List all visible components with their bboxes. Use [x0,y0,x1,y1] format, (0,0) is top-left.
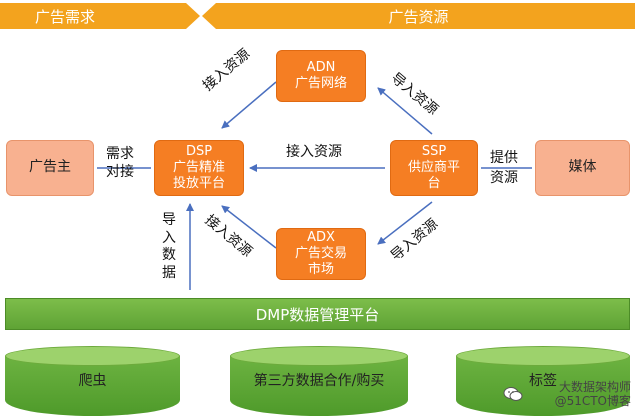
node-adn: ADN 广告网络 [276,50,366,102]
source-crawler-label: 爬虫 [78,373,107,389]
edge-label-ssp-dsp: 接入资源 [286,144,342,160]
edge-ssp-adx [377,201,433,245]
edge-label-advertiser-dsp-2: 对接 [106,164,134,180]
supply-banner-label: 广告资源 [388,7,449,26]
node-adx: ADX 广告交易 市场 [276,228,366,280]
node-ssp-title: SSP [421,143,447,159]
node-dsp-line2: 广告精准 [172,159,225,175]
node-media: 媒体 [535,140,630,196]
node-adx-line3: 市场 [307,262,334,278]
source-tags-label: 标签 [529,373,557,389]
wechat-icon [503,387,523,401]
node-dsp: DSP 广告精准 投放平台 [154,140,244,196]
edge-adx-dsp [221,205,277,249]
node-advertiser-label: 广告主 [29,159,71,176]
dmp-bar: DMP数据管理平台 [5,298,630,330]
demand-banner: 广告需求 [0,3,200,29]
demand-banner-label: 广告需求 [34,7,95,26]
edge-ssp-adn [377,87,433,135]
source-tags: 标签 [456,346,630,416]
node-media-label: 媒体 [568,159,597,176]
supply-banner: 广告资源 [202,3,635,29]
cylinder-body [230,356,408,416]
node-adx-line2: 广告交易 [294,245,347,261]
edge-adn-dsp [221,81,277,129]
cylinder-body [456,356,630,416]
source-third-party-label: 第三方数据合作/购买 [253,373,385,389]
node-adx-title: ADX [307,229,335,245]
node-dsp-title: DSP [185,143,213,159]
node-adn-title: ADN [306,59,336,75]
edge-label-media-ssp-2: 资源 [490,170,518,186]
node-adn-line2: 广告网络 [294,76,347,91]
edge-label-dmp-dsp: 导入数据 [162,212,176,281]
node-ssp-line2: 供应商平 [407,159,460,175]
source-third-party: 第三方数据合作/购买 [230,346,408,416]
edge-label-advertiser-dsp-1: 需求 [106,146,134,162]
node-ssp: SSP 供应商平 台 [390,140,478,196]
dmp-label: DMP数据管理平台 [255,305,380,324]
edge-label-media-ssp-1: 提供 [490,150,518,166]
node-dsp-line3: 投放平台 [172,176,225,192]
source-crawler: 爬虫 [5,346,180,416]
node-ssp-line3: 台 [427,176,441,192]
node-advertiser: 广告主 [6,140,94,196]
watermark-line1: 大数据架构师 [558,380,631,394]
watermark: 大数据架构师 @51CTO博客 [555,380,631,409]
watermark-line2: @51CTO博客 [554,394,631,409]
cylinder-top [456,346,630,366]
cylinder-top [230,346,408,366]
cylinder-body [5,356,180,416]
cylinder-top [5,346,180,366]
